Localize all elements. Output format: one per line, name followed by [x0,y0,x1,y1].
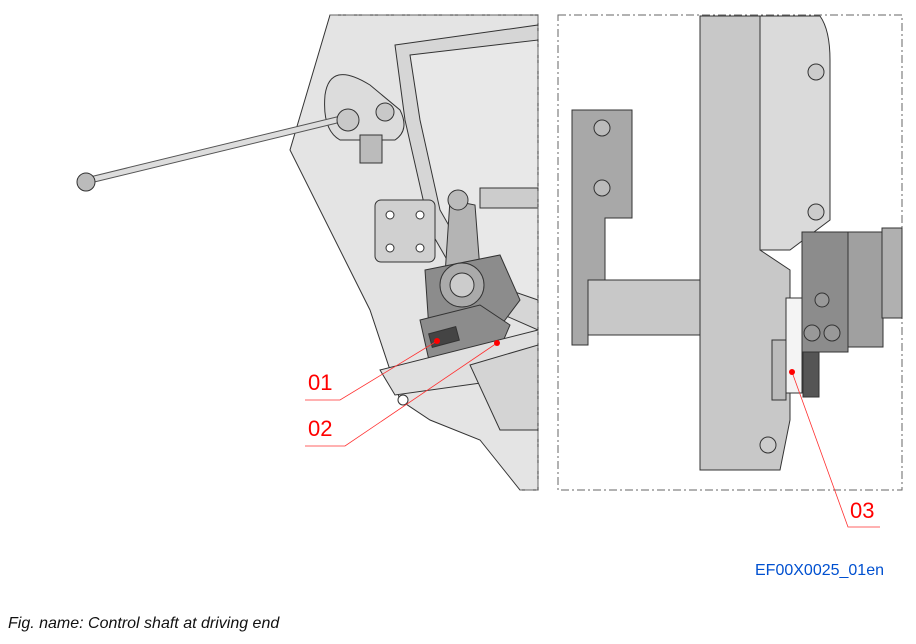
figure-caption: Fig. name: Control shaft at driving end [8,615,280,632]
left-view-frame [330,14,539,491]
callout-label-03: 03 [850,498,875,523]
callout-label-02: 02 [308,416,333,441]
square-cover [374,199,436,263]
figure-id: EF00X0025_01en [755,562,884,579]
callout-label-01: 01 [308,370,333,395]
right-view [571,15,903,471]
rod-knob [76,172,96,192]
leader-01 [305,340,438,401]
leader-03 [791,371,880,528]
left-view [76,14,539,491]
control-shaft [571,279,701,336]
callout-point-02 [494,340,500,346]
callout-point-03 [789,369,795,375]
scale [785,297,803,394]
shaft-bracket [571,109,633,346]
leader-02 [305,342,498,447]
callout-point-01 [434,338,440,344]
